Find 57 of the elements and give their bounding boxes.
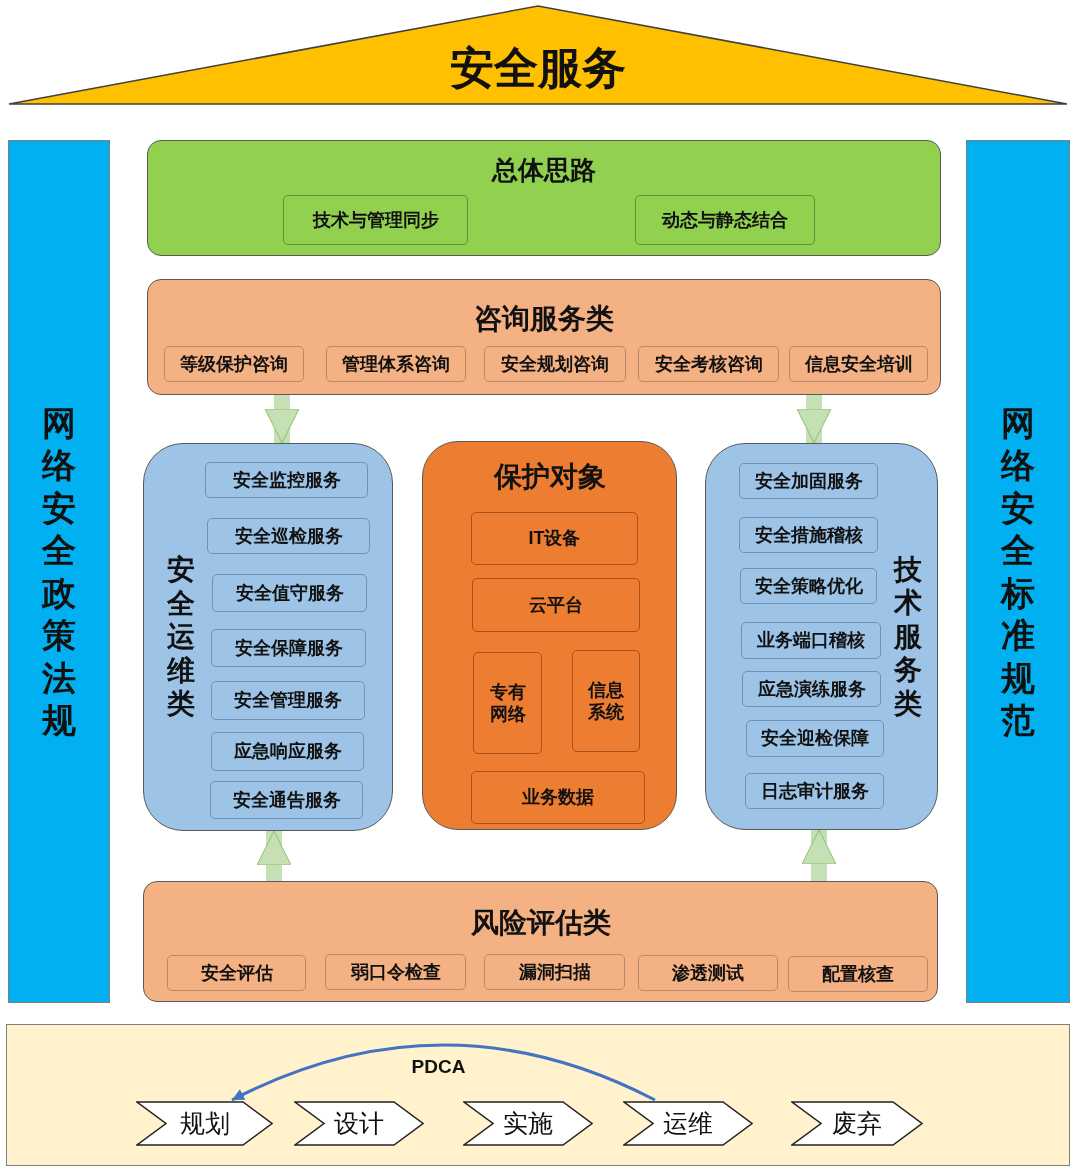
category-panel — [143, 881, 938, 1002]
category-panel — [147, 279, 941, 395]
service-box: 渗透测试 — [638, 955, 778, 991]
service-box: 安全监控服务 — [205, 462, 368, 498]
block-arrow — [264, 395, 300, 444]
panel-heading: 风险评估类 — [469, 906, 612, 940]
service-box: 安全迎检保障 — [746, 720, 884, 757]
block-arrow — [796, 395, 832, 444]
service-box: 配置核查 — [788, 956, 928, 992]
panel-heading: 保护对象 — [492, 460, 607, 494]
service-box: 弱口令检查 — [325, 954, 466, 990]
pillar-banner: 网络安全标准规范 — [966, 140, 1070, 1003]
service-box: 安全值守服务 — [212, 574, 367, 612]
service-box: 安全措施稽核 — [739, 517, 878, 553]
panel-heading: 咨询服务类 — [473, 302, 615, 336]
panel-heading: 技术服务类 — [892, 552, 923, 721]
service-box: 管理体系咨询 — [326, 346, 466, 382]
service-box: 安全规划咨询 — [484, 346, 626, 382]
category-panel — [143, 443, 393, 831]
pillar-banner: 网络安全政策法规 — [8, 140, 110, 1003]
service-box: 安全加固服务 — [739, 463, 878, 499]
lifecycle-band — [6, 1024, 1070, 1166]
service-box: 专有网络 — [473, 652, 542, 754]
service-box: 应急演练服务 — [742, 671, 881, 707]
category-panel — [147, 140, 941, 256]
service-box: 安全巡检服务 — [207, 518, 370, 554]
service-box: 安全通告服务 — [210, 781, 363, 819]
service-box: 安全考核咨询 — [638, 346, 779, 382]
service-box: 技术与管理同步 — [283, 195, 468, 245]
service-box: 安全评估 — [167, 955, 306, 991]
roof-banner: 安全服务 — [8, 5, 1068, 105]
service-box: 动态与静态结合 — [635, 195, 815, 245]
chevron-step: 实施 — [463, 1101, 593, 1146]
service-box: 业务端口稽核 — [741, 622, 881, 659]
service-box: 安全保障服务 — [211, 629, 366, 667]
block-arrow — [801, 829, 837, 881]
panel-heading: 安全运维类 — [166, 553, 196, 721]
cycle-arrow — [231, 1043, 656, 1102]
service-box: 信息系统 — [572, 650, 640, 752]
panel-heading: 总体思路 — [490, 154, 597, 187]
service-box: 漏洞扫描 — [484, 954, 625, 990]
service-box: 业务数据 — [471, 771, 645, 824]
chevron-step: 设计 — [294, 1101, 424, 1146]
chevron-step: 规划 — [136, 1101, 273, 1146]
chevron-step: 废弃 — [791, 1101, 923, 1146]
service-box: 等级保护咨询 — [164, 346, 304, 382]
service-box: 云平台 — [472, 578, 640, 632]
category-panel — [705, 443, 938, 830]
service-box: 安全策略优化 — [740, 568, 877, 604]
service-box: 信息安全培训 — [789, 346, 928, 382]
category-panel — [422, 441, 677, 830]
service-box: 日志审计服务 — [745, 773, 884, 809]
chevron-step: 运维 — [623, 1101, 753, 1146]
service-box: 安全管理服务 — [211, 681, 365, 720]
block-arrow — [256, 830, 292, 881]
service-box: IT设备 — [471, 512, 638, 565]
service-box: 应急响应服务 — [211, 732, 364, 771]
